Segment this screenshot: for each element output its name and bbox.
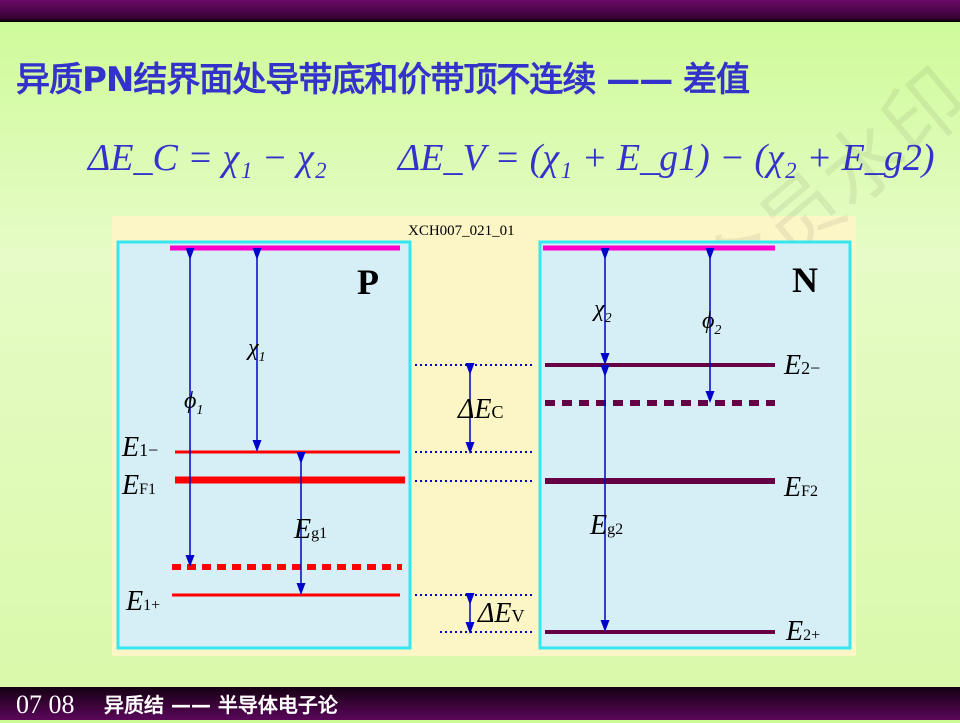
e2-minus-label: E2− — [783, 350, 820, 381]
slide-title: 异质PN结界面处导带底和价带顶不连续 —— 差值 — [16, 60, 750, 100]
formula-delta-ec: ΔE_C = χ₁ − χ₂ — [88, 137, 328, 179]
eg1-label: Eg1 — [293, 514, 327, 545]
slide-number: 07 08 — [16, 690, 75, 719]
e1-minus-label: E1− — [121, 432, 158, 463]
footer-text: 异质结 —— 半导体电子论 — [104, 693, 338, 717]
p-region — [116, 240, 412, 650]
ef1-label: EF1 — [121, 470, 156, 501]
delta-ev-label: ΔEV — [477, 598, 525, 629]
chi2-label: χ2 — [592, 296, 612, 326]
e1-plus-label: E1+ — [125, 586, 160, 617]
footer-bar: 07 08 异质结 —— 半导体电子论 — [0, 687, 960, 720]
e2-plus-label: E2+ — [785, 616, 820, 647]
p-label: P — [357, 262, 379, 302]
phi2-label: ϕ2 — [702, 308, 721, 338]
n-label: N — [792, 260, 818, 300]
ef2-label: EF2 — [783, 472, 818, 503]
top-bar — [0, 0, 960, 22]
phi1-label: ϕ1 — [184, 388, 203, 418]
n-region — [538, 240, 852, 650]
formula-delta-ev: ΔE_V = (χ₁ + E_g1) − (χ₂ + E_g2) — [398, 137, 935, 179]
delta-ec-label: ΔEC — [457, 394, 504, 425]
chi1-label: χ1 — [246, 335, 266, 365]
eg2-label: Eg2 — [589, 510, 623, 541]
figure-id: XCH007_021_01 — [408, 223, 515, 239]
